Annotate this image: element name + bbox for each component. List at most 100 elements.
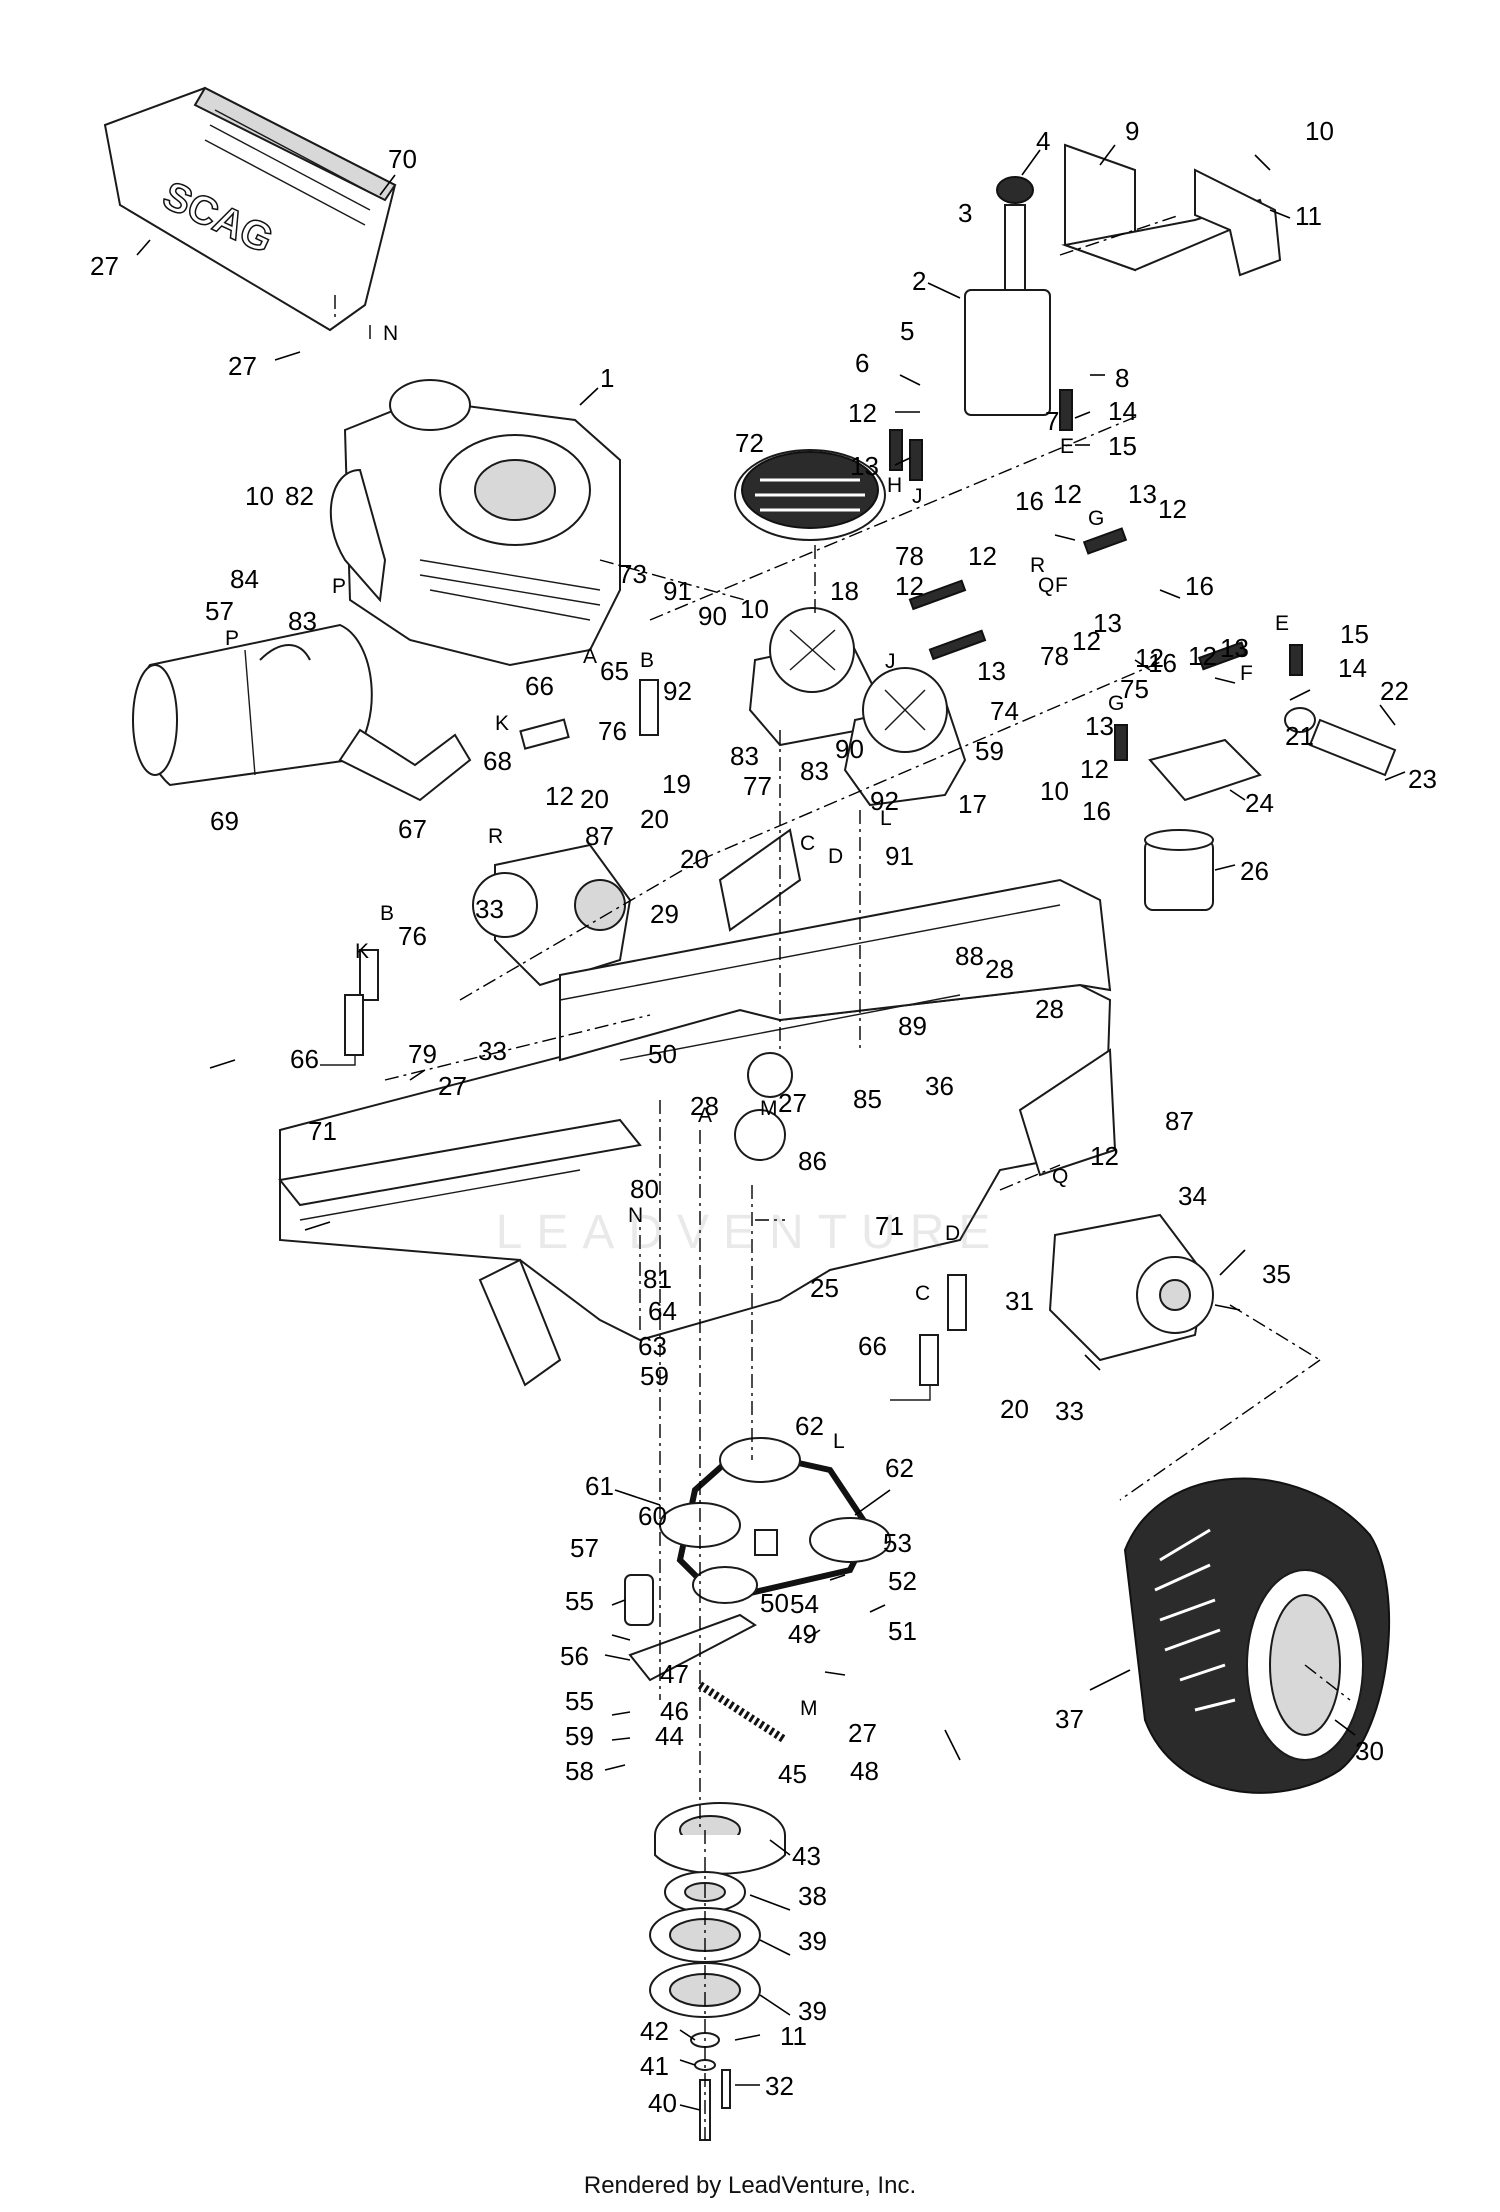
- idler-arm-part: [624, 1574, 788, 1744]
- callout-83-a: 83: [288, 606, 317, 636]
- callout-51: 51: [888, 1616, 917, 1646]
- callout-78-b: 78: [1040, 641, 1069, 671]
- ref-F-a: F: [1055, 574, 1068, 597]
- callout-27-c: 27: [438, 1071, 467, 1101]
- callout-72: 72: [735, 428, 764, 458]
- callout-27-e: 27: [848, 1718, 877, 1748]
- callout-63: 63: [638, 1331, 667, 1361]
- pulley-lower-part: [649, 1962, 761, 2018]
- callout-62-b: 62: [885, 1453, 914, 1483]
- ref-J-a: J: [912, 485, 923, 508]
- callout-16-d: 16: [1082, 796, 1111, 826]
- reference-letters: N N P P A A B B K K R R H J J E E G G Q …: [225, 322, 1289, 1720]
- ref-L-b: L: [833, 1430, 845, 1453]
- callout-87-b: 87: [1165, 1106, 1194, 1136]
- ref-L-a: L: [880, 807, 892, 830]
- ref-H: H: [887, 474, 902, 497]
- ref-F-b: F: [1240, 662, 1253, 685]
- filter-bracket-part: [1148, 707, 1397, 802]
- callout-10-b: 10: [245, 481, 274, 511]
- callout-58: 58: [565, 1756, 594, 1786]
- callout-92-b: 92: [870, 786, 899, 816]
- callout-13-a: 13: [850, 451, 879, 481]
- oil-filter-part: [1144, 829, 1214, 911]
- callout-44: 44: [655, 1721, 684, 1751]
- callout-28-b: 28: [1035, 994, 1064, 1024]
- watermark-text: LEADVENTURE: [495, 1206, 1005, 1259]
- ref-Q-a: Q: [1038, 574, 1054, 597]
- pulley-upper-part: [649, 1907, 761, 1963]
- callout-60: 60: [638, 1501, 667, 1531]
- callout-12-f: 12: [1072, 626, 1101, 656]
- callout-68: 68: [483, 746, 512, 776]
- callout-50-a: 50: [648, 1039, 677, 1069]
- callout-20-a: 20: [580, 784, 609, 814]
- callout-13-c: 13: [1093, 608, 1122, 638]
- ref-K-b: K: [355, 940, 369, 963]
- ref-A-b: A: [698, 1104, 712, 1127]
- callout-57-b: 57: [570, 1533, 599, 1563]
- callout-84: 84: [230, 564, 259, 594]
- callout-31: 31: [1005, 1286, 1034, 1316]
- ref-E-a: E: [1060, 435, 1074, 458]
- callout-15-b: 15: [1340, 619, 1369, 649]
- callout-13-f: 13: [1085, 711, 1114, 741]
- callout-6: 6: [855, 348, 869, 378]
- ref-P-a: P: [332, 575, 346, 598]
- callout-5: 5: [900, 316, 914, 346]
- ref-G-a: G: [1088, 507, 1104, 530]
- callout-27-b: 27: [228, 351, 257, 381]
- callout-22: 22: [1380, 676, 1409, 706]
- callout-65: 65: [600, 656, 629, 686]
- ref-K-a: K: [495, 712, 509, 735]
- callout-34: 34: [1178, 1181, 1207, 1211]
- callout-12-d: 12: [968, 541, 997, 571]
- callout-85: 85: [853, 1084, 882, 1114]
- ref-J-b: J: [885, 650, 896, 673]
- callout-12-g: 12: [1188, 641, 1217, 671]
- callout-30: 30: [1355, 1736, 1384, 1766]
- callout-2: 2: [912, 266, 926, 296]
- callout-12-i: 12: [545, 781, 574, 811]
- ref-R-a: R: [1030, 554, 1045, 577]
- callout-90-b: 90: [835, 734, 864, 764]
- callout-14-b: 14: [1338, 653, 1367, 683]
- hydraulic-fittings-part: [320, 679, 967, 1401]
- callout-59-a: 59: [975, 736, 1004, 766]
- callout-79: 79: [408, 1039, 437, 1069]
- callout-59-b: 59: [640, 1361, 669, 1391]
- callout-57-a: 57: [205, 596, 234, 626]
- ref-A-a: A: [583, 645, 597, 668]
- callout-86: 86: [798, 1146, 827, 1176]
- callout-38: 38: [798, 1881, 827, 1911]
- callout-50-b: 50: [760, 1588, 789, 1618]
- callout-7: 7: [1045, 406, 1059, 436]
- callout-48: 48: [850, 1756, 879, 1786]
- callout-67: 67: [398, 814, 427, 844]
- callout-74: 74: [990, 696, 1019, 726]
- callout-91-b: 91: [885, 841, 914, 871]
- callout-75: 75: [1120, 674, 1149, 704]
- callout-81: 81: [643, 1264, 672, 1294]
- callout-36: 36: [925, 1071, 954, 1101]
- ref-C-b: C: [915, 1282, 930, 1305]
- callout-39-a: 39: [798, 1926, 827, 1956]
- callout-91-a: 91: [663, 576, 692, 606]
- callout-41: 41: [640, 2051, 669, 2081]
- callout-61: 61: [585, 1471, 614, 1501]
- callout-53: 53: [883, 1528, 912, 1558]
- leader-lines: [136, 144, 1406, 2111]
- callout-88: 88: [955, 941, 984, 971]
- callout-16-b: 16: [1185, 571, 1214, 601]
- callout-77: 77: [743, 771, 772, 801]
- callout-78-a: 78: [895, 541, 924, 571]
- callout-55-a: 55: [565, 1586, 594, 1616]
- callout-49: 49: [788, 1619, 817, 1649]
- callout-59-c: 59: [565, 1721, 594, 1751]
- callout-80: 80: [630, 1174, 659, 1204]
- ref-D-b: D: [945, 1222, 960, 1245]
- callout-4: 4: [1036, 126, 1050, 156]
- ref-C-a: C: [800, 832, 815, 855]
- callout-42: 42: [640, 2016, 669, 2046]
